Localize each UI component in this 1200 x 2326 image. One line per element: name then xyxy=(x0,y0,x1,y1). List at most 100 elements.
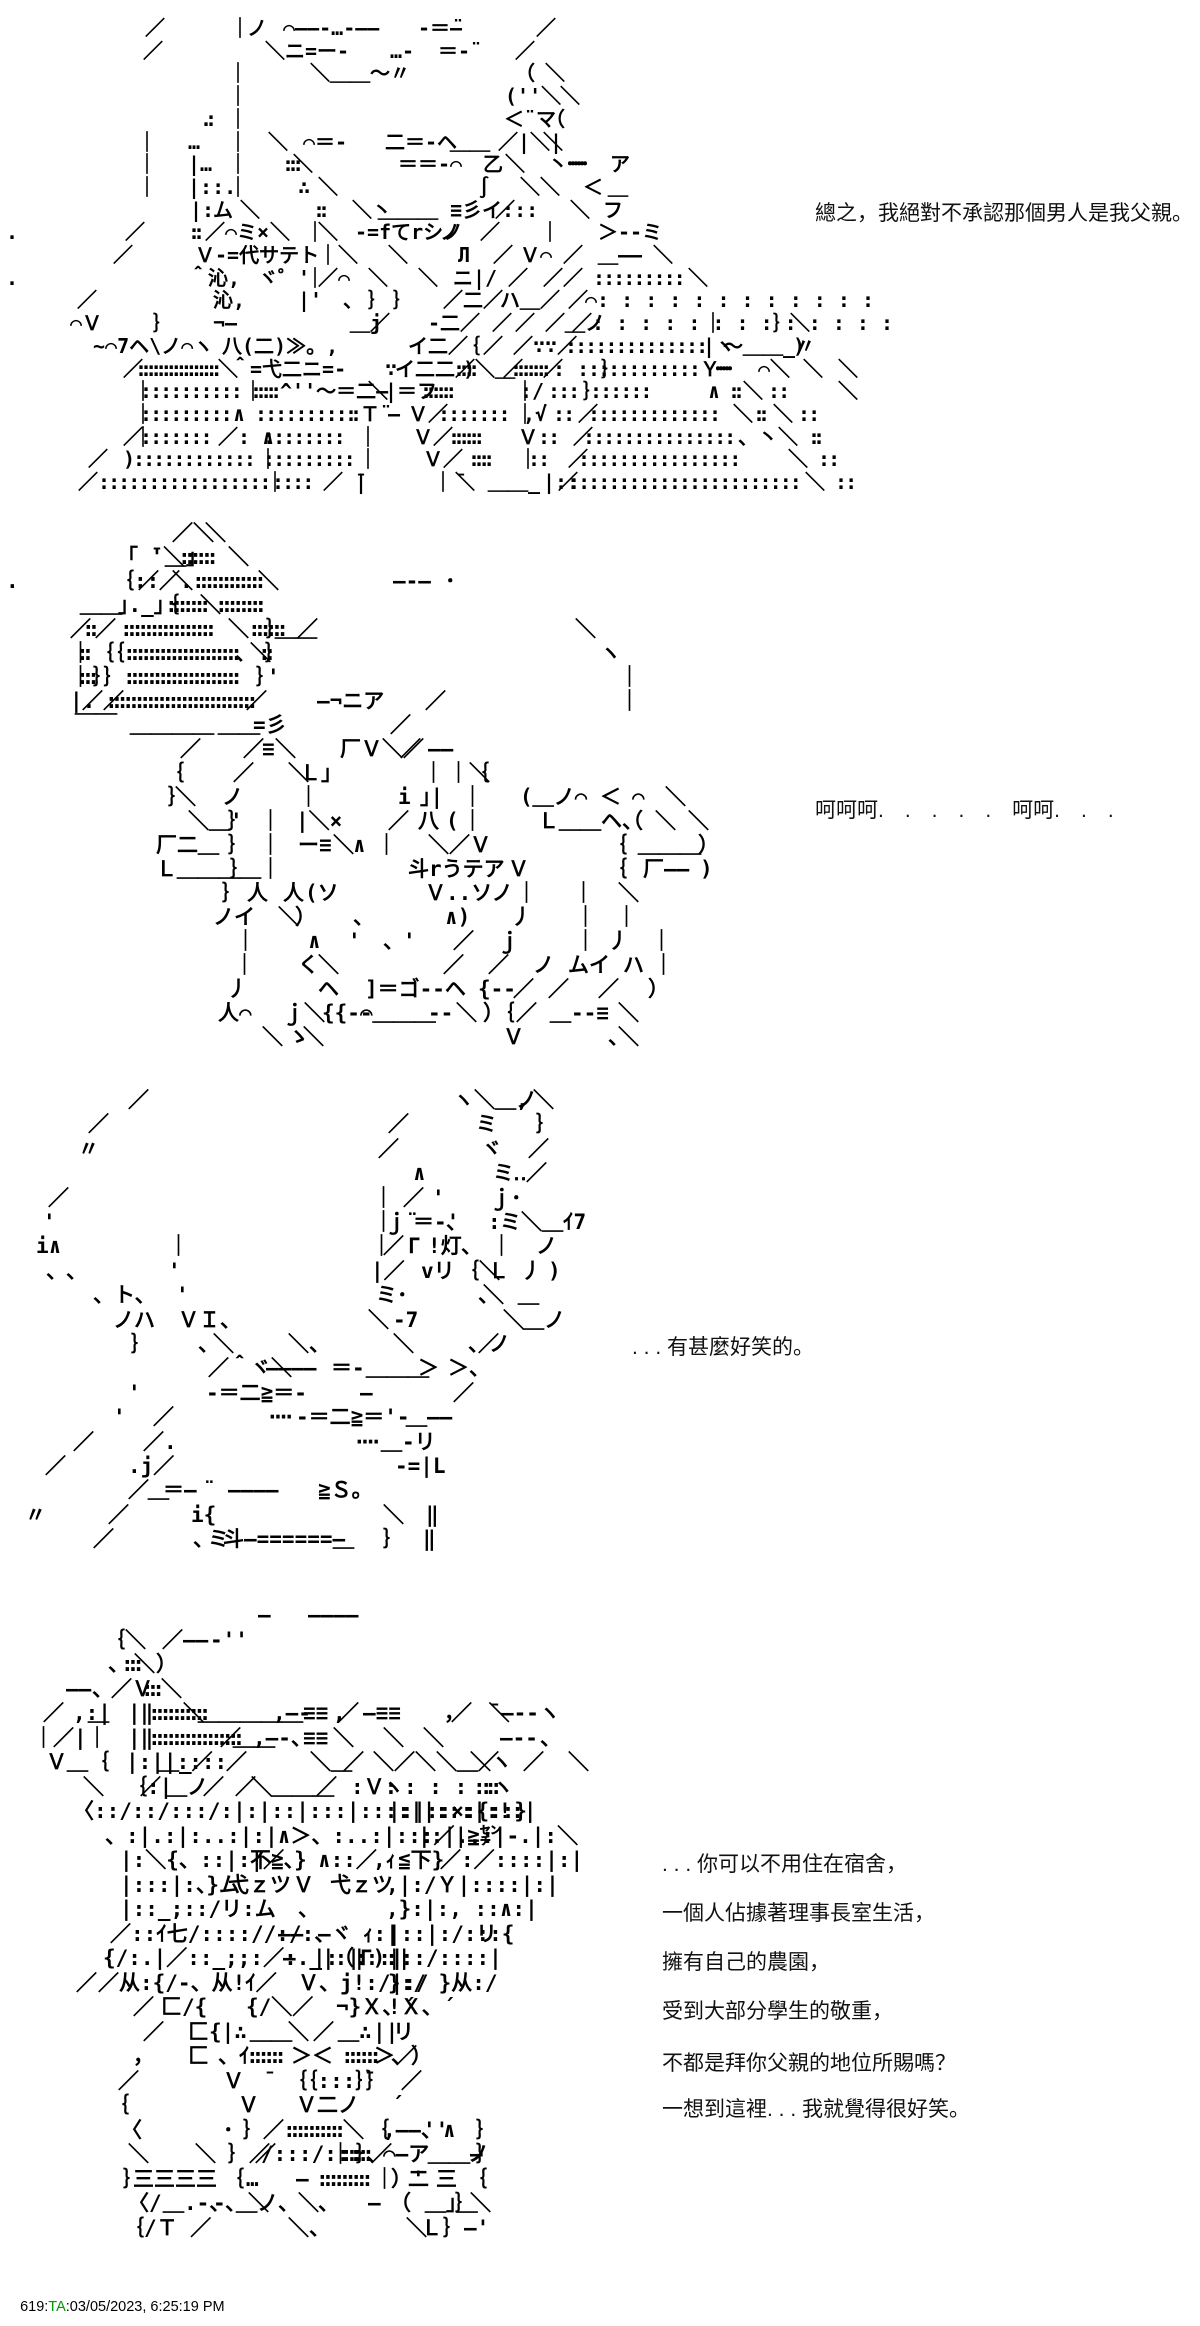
aa-text-line: :::: xyxy=(340,2142,369,2166)
aa-text-line: ／ xyxy=(526,1161,547,1186)
aa-text-line: ＼ xyxy=(268,129,288,154)
aa-text-line: ｜ xyxy=(168,1234,189,1259)
aa-text-line: （ xyxy=(515,61,535,86)
aa-text-line: ＞ xyxy=(418,1356,439,1381)
aa-text-line: 、ノ xyxy=(468,1332,510,1356)
aa-text-line: ＼ xyxy=(288,2019,309,2044)
aa-text-line: ／ xyxy=(145,16,165,40)
aa-text-line: ＿_／ xyxy=(158,1750,213,1774)
post-number: 619 xyxy=(20,2299,45,2315)
aa-text-line: ＿｣＿ xyxy=(425,2191,478,2215)
aa-text-line: Ｖ二ノ xyxy=(296,2093,359,2117)
aa-text-line: : : : : : : : : : : : : : xyxy=(588,401,721,426)
aa-text-line: ∧ xyxy=(233,401,246,426)
aa-text-line: -- xyxy=(428,1001,454,1025)
aa-text-line: :::::::::::::::: xyxy=(148,1725,245,1750)
aa-text-line: ∧ xyxy=(413,1161,426,1186)
aa-text-line: ／ xyxy=(233,761,254,785)
aa-text-line: : : ｝ xyxy=(553,356,622,381)
aa-text-line: ＼ xyxy=(838,379,858,404)
aa-text-line: ＾=弋二ニ=- xyxy=(230,356,347,381)
aa-text-line: フ xyxy=(603,197,623,222)
aa-text-line: ミ xyxy=(208,1527,229,1552)
aa-text-line: ｜ xyxy=(70,641,91,665)
aa-text-line: ＼ xyxy=(161,1676,182,1701)
aa-text-line: –¬ニア xyxy=(317,689,385,713)
aa-text-line: ｝ xyxy=(131,1332,152,1356)
aa-text-line: :::::::::: xyxy=(148,1701,211,1725)
aa-text-line: ｝ xyxy=(222,881,243,905)
aa-text-line: ｜ xyxy=(305,265,325,290)
aa-text-line: ＿＿– xyxy=(428,2142,483,2166)
aa-text-line: Ｖ xyxy=(293,1872,314,1897)
aa-text-line: ＼ xyxy=(303,1025,324,1049)
aa-text-line: 、 xyxy=(366,2142,387,2166)
aa-text-line: ／ xyxy=(45,1454,66,1478)
aa-text-line: ｛ xyxy=(163,761,184,785)
aa-text-line: ~⌒7ヘ\ノ⌒ヽ xyxy=(93,333,214,358)
aa-text-line: : : : : : : : : : : xyxy=(140,379,243,404)
aa-text-line: :::::::::::::::: xyxy=(135,356,223,381)
aa-text-line: ¬– xyxy=(213,311,238,336)
aa-text-line: …- xyxy=(390,38,415,63)
aa-text-line: ／ xyxy=(388,809,409,833)
aa-text-line: ' xyxy=(128,1380,141,1405)
aa-text-line: ＼ xyxy=(250,641,271,665)
aa-text-line: ＜¨マ xyxy=(504,106,557,131)
aa-text-line: ｛ xyxy=(368,2117,389,2142)
aa-text-line: ＿＿＿＿ xyxy=(130,713,214,737)
aa-text-line: ' xyxy=(432,1185,445,1210)
aa-text-line: :::::::: xyxy=(215,593,267,617)
aa-text-line: ＼ xyxy=(172,569,193,593)
aa-text-line: ） xyxy=(648,977,669,1001)
aa-text-line: … xyxy=(246,2166,259,2191)
aa-text-line: ／ xyxy=(503,356,523,381)
aa-text-line: ::: xyxy=(141,1676,165,1701)
aa-text-line: ／ xyxy=(443,953,464,977)
aa-text-line: |ヽ xyxy=(703,333,736,358)
aa-text-line: イ二／ xyxy=(408,333,468,358)
aa-text-line: ／ xyxy=(143,38,163,63)
aa-text-line: ̄ xyxy=(251,2068,264,2093)
aa-text-line: ＼ xyxy=(368,265,388,290)
aa-text-line: !Ｘ、´ xyxy=(388,1995,456,2019)
aa-text-line: ｣| xyxy=(420,785,444,809)
aa-text-line: ヽ xyxy=(539,1701,560,1725)
aa-text-line: ノ xyxy=(516,1088,537,1112)
aa-text-line: ／ xyxy=(123,424,143,449)
aa-text-line: ／ xyxy=(125,220,145,245)
aa-text-line: ＿＿ xyxy=(80,593,122,617)
aa-text-line: ｛＼ xyxy=(104,1627,146,1652)
aa-text-line: ヽ xyxy=(600,641,621,665)
aa-text-line: Ｙ xyxy=(700,356,720,381)
aa-text-line: ／: : : : : : : : : : : : : xyxy=(572,311,894,336)
aa-text-line: |: xyxy=(313,1946,339,1970)
aa-text-line: ／／. xyxy=(138,569,193,593)
aa-text-line: ＼ xyxy=(195,2142,216,2166)
aa-text-line: ＞＜ xyxy=(291,2044,333,2068)
aa-text-line: 、 xyxy=(198,1332,219,1356)
footer-separator-1: : xyxy=(44,2299,49,2315)
aa-text-line: 、 xyxy=(608,1025,629,1049)
aa-text-line: ＞--ミ xyxy=(598,220,663,245)
aa-text-line: –≡≡ xyxy=(363,1701,401,1725)
aa-text-line: |＝フ xyxy=(385,379,438,404)
aa-text-line: ｛ xyxy=(158,593,179,617)
aa-text-line: ｜ xyxy=(462,809,483,833)
aa-text-line: ＿∴ xyxy=(338,2019,372,2044)
aa-text-line: |. xyxy=(70,689,96,713)
aa-text-line: ／ xyxy=(316,1774,337,1799)
aa-text-line: ／ xyxy=(77,288,97,313)
aa-text-line: ···· xyxy=(266,1405,295,1430)
aa-text-line: 丿 xyxy=(521,1258,542,1283)
aa-text-line: 厂二＿ xyxy=(156,833,219,857)
aa-text-line: (＿ノ⌒ xyxy=(520,785,588,809)
aa-text-line: ／ xyxy=(73,1429,94,1454)
aa-text-line: ）' xyxy=(391,2166,425,2191)
aa-text-line: ／＾ヾ＼ xyxy=(208,1356,292,1381)
aa-text-line: ／ xyxy=(513,977,534,1001)
aa-text-line: 、 xyxy=(66,1258,87,1283)
aa-text-line: ｜ xyxy=(33,1725,54,1750)
aa-text-line: ） xyxy=(698,833,719,857)
